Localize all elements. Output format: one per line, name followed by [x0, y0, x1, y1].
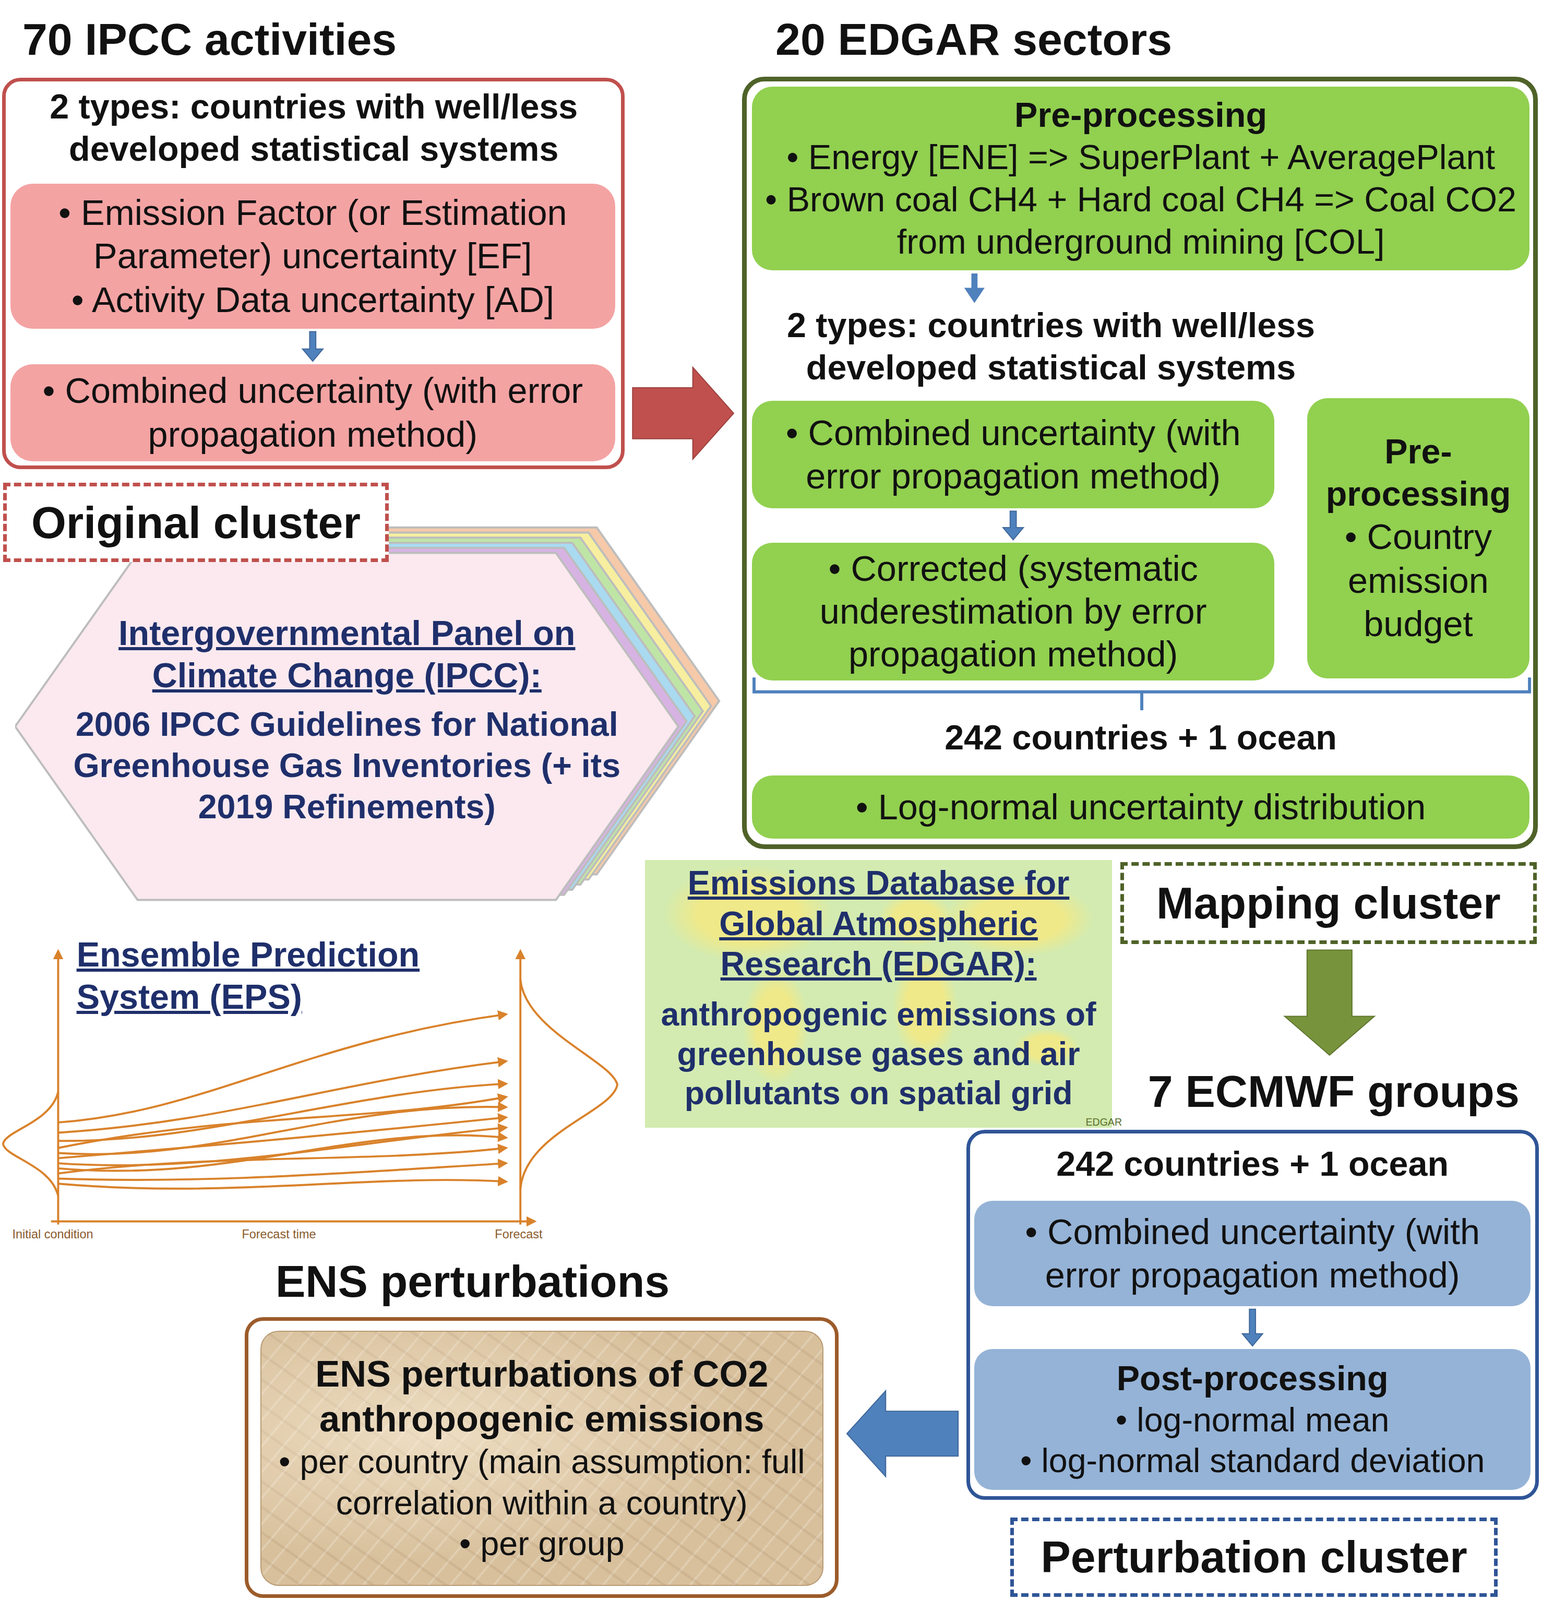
- perturbation-box: ENS perturbations of CO2 anthropogenic e…: [260, 1330, 824, 1586]
- logo-text: EDGAR: [1085, 1116, 1122, 1129]
- cluster-panel: 20 EDGAR sectors 2 types: countries with …: [739, 8, 1541, 854]
- process-box: • Combined uncertainty (with error propa…: [751, 400, 1275, 508]
- cluster-panel: 7 ECMWF groups 242 countries + 1 ocean • C…: [964, 1061, 1544, 1503]
- cluster-panel: ENS perturbationsENS perturbations of CO…: [242, 1250, 841, 1600]
- body-text: • per country (main assumption: full cor…: [271, 1441, 812, 1524]
- heading-text: Intergovernmental Panel on Climate Chang…: [106, 612, 587, 697]
- heading-text: Pre-processing: [1315, 430, 1522, 516]
- process-box: Pre-processing• Energy [ENE] => SuperPla…: [751, 86, 1530, 271]
- heading-text: Ensemble Prediction System (EPS): [76, 933, 465, 1019]
- body-text: • Corrected (systematic underestimation …: [762, 547, 1265, 676]
- block-arrow: [632, 367, 734, 460]
- heading-text: 242 countries + 1 ocean: [751, 716, 1530, 759]
- trajectory-line: [57, 1179, 506, 1189]
- heading-text: Post-processing: [984, 1357, 1521, 1400]
- trajectory-line: [57, 1106, 506, 1155]
- body-text: • log-normal standard deviation: [984, 1440, 1521, 1482]
- process-box: Pre-processing• Country emission budget: [1307, 398, 1530, 679]
- distribution-curve: [3, 1091, 59, 1196]
- guidelines-diamond: Intergovernmental Panel on Climate Chang…: [15, 522, 725, 905]
- heading-text: Pre-processing: [760, 93, 1522, 137]
- heading-text: 242 countries + 1 ocean: [974, 1142, 1531, 1186]
- body-text: • log-normal mean: [984, 1399, 1521, 1441]
- group-bracket: [754, 677, 1530, 711]
- flow-arrow-shaft: [971, 273, 978, 290]
- heading-text: Original cluster: [16, 495, 375, 551]
- block-arrow: [846, 1390, 959, 1477]
- heading-text: 20 EDGAR sectors: [775, 12, 1286, 67]
- flow-arrow: [1002, 511, 1024, 541]
- cluster-label: Perturbation cluster: [1010, 1517, 1499, 1598]
- trajectory-line: [57, 1163, 506, 1180]
- body-text: • Activity Data uncertainty [AD]: [20, 278, 605, 322]
- uncertainty-box: • Emission Factor (or Estimation Paramet…: [10, 183, 616, 329]
- trajectory-line: [57, 1083, 506, 1142]
- axis-label: Initial condition: [12, 1227, 93, 1242]
- cluster-panel: 70 IPCC activities 2 types: countries wit…: [0, 8, 627, 473]
- axis-line: [51, 1220, 535, 1223]
- heading-text: 7 ECMWF groups: [1148, 1064, 1541, 1119]
- process-box: • Log-normal uncertainty distribution: [751, 775, 1530, 839]
- body-text: • Emission Factor (or Estimation Paramet…: [20, 190, 605, 279]
- trajectory-line: [57, 1096, 506, 1149]
- flow-arrow: [302, 331, 324, 362]
- trajectory-line: [57, 1117, 506, 1158]
- database-map: Emissions Database for Global Atmospheri…: [644, 859, 1113, 1128]
- axis-label: Forecast time: [241, 1227, 316, 1242]
- heading-text: 2 types: countries with well/less develo…: [755, 304, 1347, 389]
- body-text: • Combined uncertainty (with error propa…: [762, 411, 1265, 499]
- body-text: • Combined uncertainty (with error propa…: [20, 368, 605, 457]
- trajectory-line: [57, 1061, 506, 1133]
- flow-arrow-head: [964, 287, 985, 303]
- process-box: Post-processing• log-normal mean• log-no…: [974, 1348, 1531, 1490]
- axis-label: Forecast: [494, 1227, 543, 1242]
- body-text: • Combined uncertainty (with error propa…: [984, 1210, 1521, 1298]
- heading-text: ENS perturbations of CO2 anthropogenic e…: [271, 1351, 812, 1442]
- flow-arrow: [1242, 1309, 1263, 1346]
- trajectory-line: [57, 1148, 506, 1174]
- diamond-layer: [15, 553, 679, 901]
- cluster-label: Original cluster: [3, 482, 389, 563]
- body-text: • Country emission budget: [1315, 515, 1522, 646]
- body-text: • per group: [271, 1523, 812, 1565]
- cluster-label: Mapping cluster: [1120, 862, 1537, 944]
- ensemble-panel: Ensemble Prediction System (EPS): [0, 933, 625, 1250]
- heading-text: ENS perturbations: [275, 1253, 807, 1309]
- heading-text: Perturbation cluster: [1023, 1529, 1485, 1585]
- process-box: • Combined uncertainty (with error propa…: [974, 1200, 1531, 1306]
- heading-text: 2006 IPCC Guidelines for National Greenh…: [56, 703, 639, 828]
- heading-text: anthropogenic emissions of greenhouse ga…: [646, 994, 1112, 1113]
- block-arrow: [1284, 949, 1375, 1055]
- uncertainty-box: • Combined uncertainty (with error propa…: [10, 364, 616, 462]
- process-box: • Corrected (systematic underestimation …: [751, 542, 1275, 681]
- body-text: • Energy [ENE] => SuperPlant + AveragePl…: [760, 136, 1522, 179]
- heading-text: 2 types: countries with well/less develo…: [20, 85, 607, 171]
- heading-text: Emissions Database for Global Atmospheri…: [654, 863, 1102, 985]
- heading-text: 70 IPCC activities: [22, 12, 594, 67]
- body-text: • Log-normal uncertainty distribution: [762, 785, 1520, 829]
- distribution-curve: [520, 979, 618, 1189]
- body-text: • Brown coal CH4 + Hard coal CH4 => Coal…: [760, 178, 1522, 264]
- heading-text: Mapping cluster: [1134, 875, 1524, 931]
